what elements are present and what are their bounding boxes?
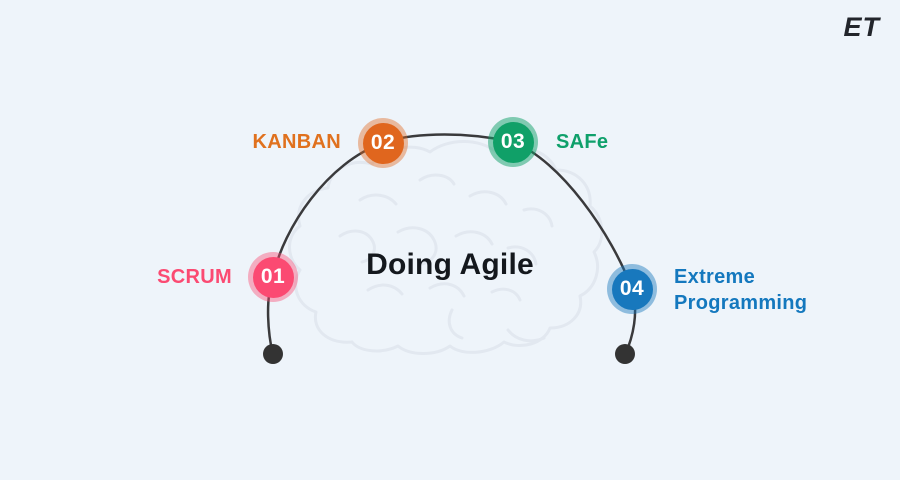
arc-end-dot-left	[263, 344, 283, 364]
node-02-circle: 02	[362, 122, 404, 164]
brand-logo: ET	[843, 12, 880, 42]
node-01-number: 01	[260, 265, 286, 288]
node-03-safe: 03	[488, 117, 538, 167]
node-04-circle: 04	[611, 268, 653, 310]
diagram-title: Doing Agile	[366, 248, 534, 281]
arc-curve	[266, 133, 637, 356]
node-01-scrum: 01	[248, 252, 298, 302]
node-02-number: 02	[370, 131, 396, 154]
node-04-extreme-programming: 04	[607, 264, 657, 314]
node-03-number: 03	[500, 130, 526, 153]
node-01-circle: 01	[252, 256, 294, 298]
arc-end-dot-right	[615, 344, 635, 364]
label-scrum: SCRUM	[157, 266, 232, 288]
node-02-kanban: 02	[358, 118, 408, 168]
label-safe: SAFe	[556, 131, 609, 153]
brain-outline-icon	[288, 140, 604, 355]
label-kanban: KANBAN	[252, 131, 341, 153]
label-extreme-programming: Extreme Programming	[674, 266, 808, 314]
node-03-circle: 03	[492, 121, 534, 163]
node-04-number: 04	[619, 277, 645, 300]
